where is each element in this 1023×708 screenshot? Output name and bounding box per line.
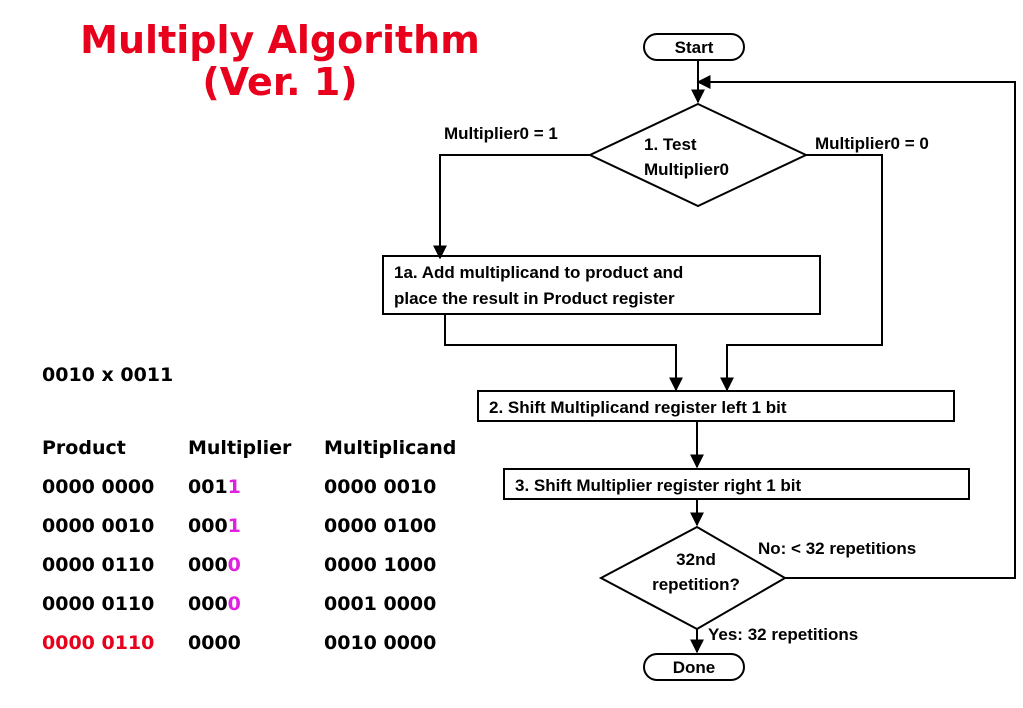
multiplier-lsb: 0: [227, 592, 241, 615]
table-row: 0000 0000 0011 0000 0010: [42, 467, 484, 506]
done-label: Done: [673, 658, 716, 677]
multiplicand-cell: 0000 1000: [324, 553, 437, 576]
step-3-box: [503, 468, 970, 500]
step-3-label: 3. Shift Multiplier register right 1 bit: [515, 476, 802, 495]
done-node: [643, 653, 745, 681]
multiplier-cell: 0011: [188, 467, 324, 506]
branch-one-label: Multiplier0 = 1: [444, 124, 558, 143]
multiplier-cell: 0000: [188, 545, 324, 584]
repetition-label-line-2: repetition?: [652, 575, 740, 594]
multiplier-prefix: 0000: [188, 631, 241, 654]
step-1a-label-line-2: place the result in Product register: [394, 289, 675, 308]
table-row: 0000 0010 0001 0000 0100: [42, 506, 484, 545]
multiplier-prefix: 000: [188, 592, 228, 615]
no-label: No: < 32 repetitions: [758, 539, 916, 558]
trace-table: Product Multiplier Multiplicand 0000 000…: [42, 428, 484, 662]
multiplicand-cell: 0010 0000: [324, 631, 437, 654]
start-label: Start: [675, 38, 714, 57]
step-1a-label-line-1: 1a. Add multiplicand to product and: [394, 263, 683, 282]
multiplier-cell: 0001: [188, 506, 324, 545]
multiplier-lsb: 1: [227, 514, 241, 537]
multiplicand-cell: 0000 0010: [324, 475, 437, 498]
title-line-2: (Ver. 1): [202, 60, 358, 104]
multiplier-prefix: 000: [188, 514, 228, 537]
step-1a-arrow: [444, 314, 683, 392]
multiplier-lsb: 1: [227, 475, 241, 498]
title-line-1: Multiply Algorithm: [80, 18, 480, 62]
branch-zero-arrow: [720, 154, 883, 392]
multiplier-cell: 0000: [188, 623, 324, 662]
step-2-label: 2. Shift Multiplicand register left 1 bi…: [489, 398, 787, 417]
product-cell: 0000 0000: [42, 475, 155, 498]
test-label-line-1: 1. Test: [644, 135, 697, 154]
loop-back-arrow: [696, 75, 1016, 579]
multiplicand-cell: 0000 0100: [324, 514, 437, 537]
step-2-box: [477, 390, 955, 422]
branch-one-arrow: [433, 154, 590, 260]
product-cell: 0000 0110: [42, 553, 155, 576]
test-label-line-2: Multiplier0: [644, 160, 729, 179]
table-row: 0000 0110 0000 0010 0000: [42, 623, 484, 662]
example-operation: 0010 x 0011: [42, 364, 174, 386]
multiplier-prefix: 001: [188, 475, 228, 498]
table-row: 0000 0110 0000 0000 1000: [42, 545, 484, 584]
product-cell: 0000 0010: [42, 514, 155, 537]
header-product: Product: [42, 436, 126, 459]
multiplicand-cell: 0001 0000: [324, 592, 437, 615]
yes-label: Yes: 32 repetitions: [708, 625, 858, 644]
header-multiplier: Multiplier: [188, 436, 292, 459]
multiplier-cell: 0000: [188, 584, 324, 623]
multiplier-lsb: 0: [227, 553, 241, 576]
table-row: 0000 0110 0000 0001 0000: [42, 584, 484, 623]
test-decision: [587, 102, 809, 208]
step-1a-box: [382, 255, 821, 315]
multiplier-prefix: 000: [188, 553, 228, 576]
branch-zero-label: Multiplier0 = 0: [815, 134, 929, 153]
product-cell: 0000 0110: [42, 592, 155, 615]
repetition-label-line-1: 32nd: [676, 550, 716, 569]
header-multiplicand: Multiplicand: [324, 436, 457, 459]
final-product-cell: 0000 0110: [42, 631, 155, 654]
trace-header-row: Product Multiplier Multiplicand: [42, 428, 484, 467]
start-node: [643, 33, 745, 61]
